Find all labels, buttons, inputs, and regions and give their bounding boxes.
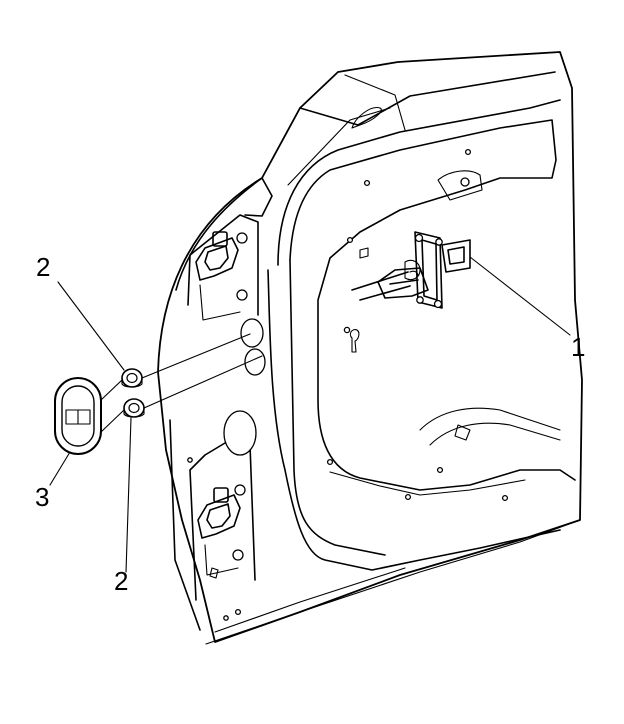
upper-hinge bbox=[195, 231, 248, 321]
callout-2-bottom: 2 bbox=[114, 566, 128, 596]
lower-hinge bbox=[197, 484, 246, 579]
callout-2-top: 2 bbox=[36, 252, 50, 282]
leader-lines bbox=[49, 256, 571, 573]
exploded-view-lines bbox=[100, 333, 263, 433]
striker-assembly bbox=[351, 231, 471, 309]
door-frame bbox=[157, 51, 583, 645]
nut-lower bbox=[123, 398, 145, 418]
callout-3: 3 bbox=[35, 482, 49, 512]
callout-1: 1 bbox=[571, 332, 585, 362]
nut-upper bbox=[121, 368, 143, 388]
access-plug bbox=[54, 377, 102, 455]
